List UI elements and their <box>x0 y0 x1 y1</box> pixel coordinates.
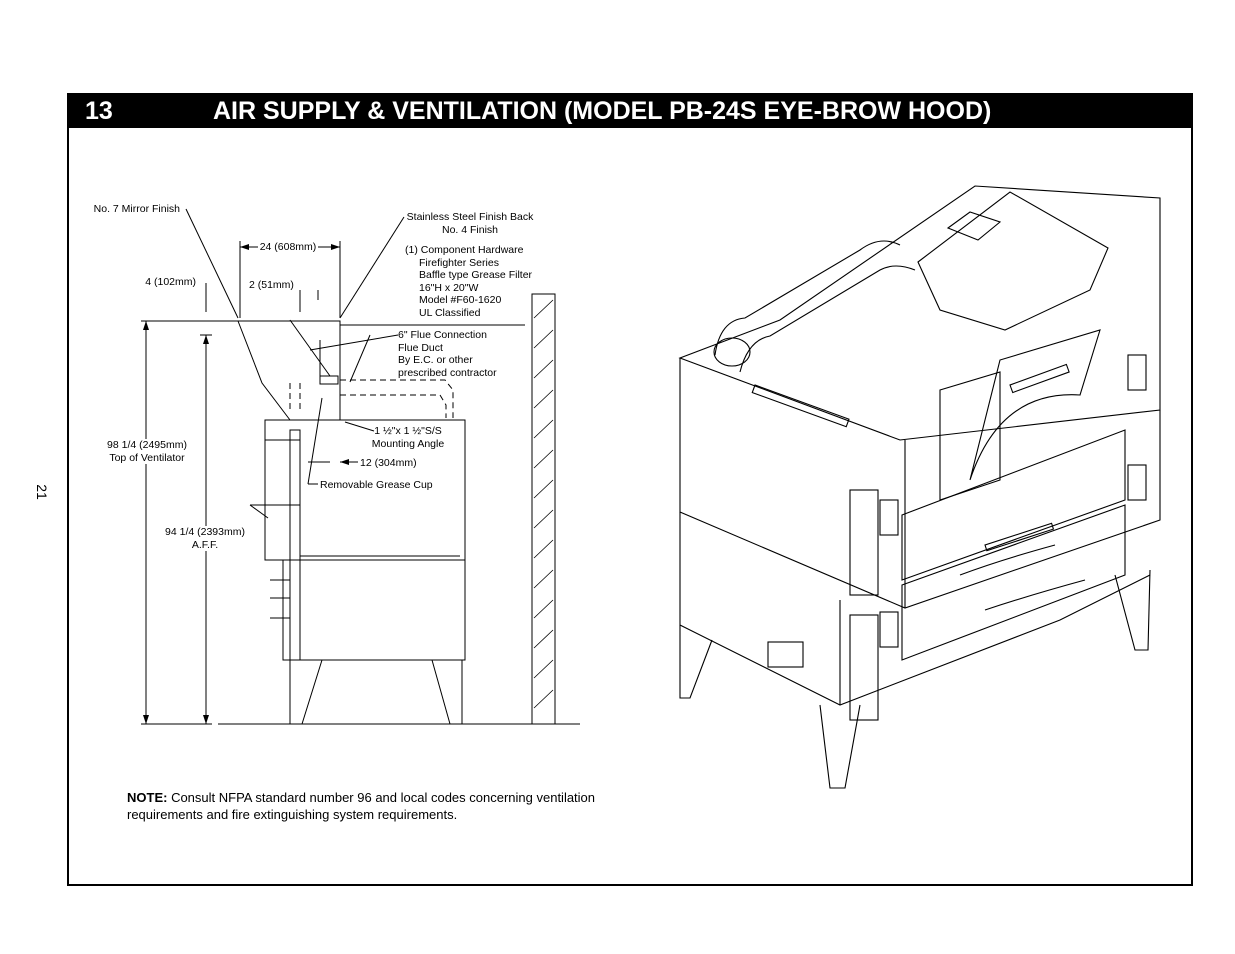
label-component-line6: UL Classified <box>419 306 481 319</box>
label-stainless-back: Stainless Steel Finish Back No. 4 Finish <box>405 211 535 236</box>
wall <box>531 293 556 725</box>
label-angle-line1: 1 ½"x 1 ½"S/S <box>374 425 442 437</box>
label-aff-line2: A.F.F. <box>191 538 219 551</box>
label-stainless-back-line2: No. 4 Finish <box>441 223 499 236</box>
label-flue-line4: prescribed contractor <box>398 366 497 379</box>
note-text: Consult NFPA standard number 96 and loca… <box>127 790 596 822</box>
flue-duct <box>289 379 454 418</box>
label-component-hardware: (1) Component Hardware Firefighter Serie… <box>405 244 532 319</box>
upper-oven-outline <box>678 185 1161 441</box>
label-flue-line3: By E.C. or other <box>398 354 473 366</box>
label-angle-line2: Mounting Angle <box>371 437 445 450</box>
label-flue-line1: 6" Flue Connection <box>398 329 487 341</box>
label-component-line5: Model #F60-1620 <box>419 294 502 306</box>
label-flue-connection: 6" Flue Connection Flue Duct By E.C. or … <box>398 329 497 379</box>
section-title: AIR SUPPLY & VENTILATION (MODEL PB-24S E… <box>213 97 992 125</box>
ventilation-note: NOTE: Consult NFPA standard number 96 an… <box>127 789 607 823</box>
oven-leg-back <box>431 659 463 725</box>
label-component-line1: (1) Component Hardware <box>405 244 524 256</box>
label-aff-line1: 94 1/4 (2393mm) <box>165 526 245 538</box>
oven-leg-front <box>289 659 323 725</box>
hood-front <box>237 320 291 421</box>
label-dim-12: 12 (304mm) <box>360 457 417 469</box>
oven-lower <box>282 559 466 661</box>
label-mounting-angle: 1 ½"x 1 ½"S/S Mounting Angle <box>368 425 448 450</box>
wall-hatch <box>533 299 554 709</box>
label-component-line4: 16"H x 20"W <box>419 281 479 294</box>
section-number: 13 <box>85 97 113 125</box>
eyebrow-hood <box>969 329 1101 481</box>
label-dim-2: 2 (51mm) <box>249 279 294 291</box>
hood-top <box>917 191 1109 331</box>
section-header: 13 AIR SUPPLY & VENTILATION (MODEL PB-24… <box>67 93 1193 128</box>
label-component-line2: Firefighter Series <box>419 256 499 269</box>
label-dim-width: 24 (608mm) <box>258 241 318 254</box>
label-top-vent-line1: 98 1/4 (2495mm) <box>107 439 187 451</box>
label-stainless-back-line1: Stainless Steel Finish Back <box>406 211 534 223</box>
label-dim-4: 4 (102mm) <box>145 276 196 288</box>
label-component-line3: Baffle type Grease Filter <box>419 269 533 281</box>
label-mirror-finish: No. 7 Mirror Finish <box>93 203 180 215</box>
label-top-vent-line2: Top of Ventilator <box>109 451 185 464</box>
hood-side <box>939 371 1001 501</box>
label-top-of-ventilator: 98 1/4 (2495mm) Top of Ventilator <box>100 439 194 464</box>
note-label: NOTE: <box>127 790 168 805</box>
label-flue-line2: Flue Duct <box>398 341 443 354</box>
flue-pipe <box>714 240 901 356</box>
label-grease-cup: Removable Grease Cup <box>320 479 433 491</box>
label-aff: 94 1/4 (2393mm) A.F.F. <box>160 526 250 551</box>
